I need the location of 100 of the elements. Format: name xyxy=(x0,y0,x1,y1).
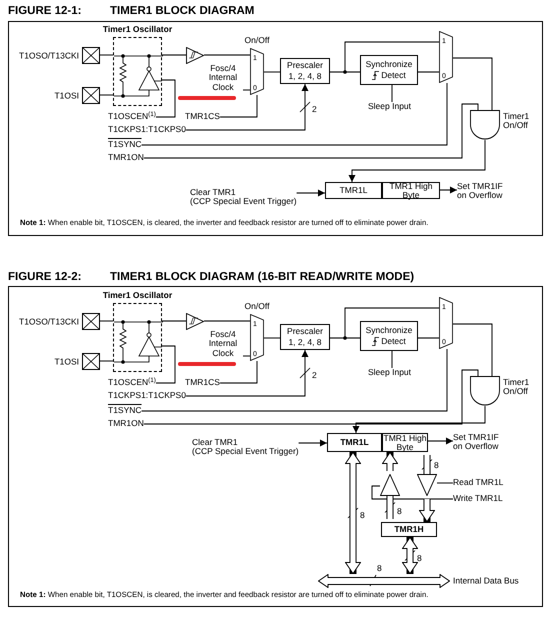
block-label: TMR1L xyxy=(340,438,369,447)
register-block xyxy=(280,324,330,350)
signal-label: T1OSO/T13CKI xyxy=(19,316,79,326)
edge-label: 8 xyxy=(416,554,423,562)
signal-label: TMR1CS xyxy=(185,378,220,388)
buffer-symbol xyxy=(417,474,437,496)
buffer-symbol xyxy=(380,474,400,496)
block-label: TMR1 High Byte xyxy=(388,182,434,200)
block-heading: Timer1 Oscillator xyxy=(102,23,172,36)
wire xyxy=(330,308,440,338)
register-block xyxy=(327,433,382,452)
wire xyxy=(141,82,448,146)
wire xyxy=(143,370,478,424)
signal-label: Internal Data Bus xyxy=(453,576,519,586)
signal-label: Clear TMR1 xyxy=(190,188,237,198)
edge-label: 2 xyxy=(311,370,318,379)
bus-arrow xyxy=(345,452,361,574)
signal-label: Read TMR1L xyxy=(453,478,504,488)
signal-label: Sleep Input xyxy=(368,102,412,112)
wire xyxy=(156,346,176,384)
synchronizer-block xyxy=(360,321,418,351)
signal-label: Clear TMR1 xyxy=(192,438,239,448)
wire xyxy=(452,58,492,110)
wire xyxy=(372,486,454,500)
register-block xyxy=(382,182,440,199)
signal-label: T1OSI xyxy=(54,356,79,366)
multiplexer xyxy=(439,297,453,349)
signal-label: Fosc/4 Internal Clock xyxy=(203,330,243,358)
signal-label: T1CKPS1:T1CKPS0 xyxy=(108,391,186,400)
block-label: Synchronize xyxy=(366,326,412,335)
arrow xyxy=(186,84,310,130)
arrow xyxy=(348,140,486,182)
block-label: Prescaler xyxy=(287,327,323,336)
arrow xyxy=(440,186,458,194)
synchronizer-block xyxy=(360,55,418,85)
arrow xyxy=(296,190,326,196)
bus-arrow xyxy=(402,537,418,574)
arrow xyxy=(428,438,454,444)
wire xyxy=(436,482,454,484)
wire xyxy=(156,80,176,118)
wire xyxy=(204,54,250,56)
wire xyxy=(143,104,478,158)
block-label: Prescaler xyxy=(287,61,323,70)
schmitt-buffer-symbol xyxy=(186,313,204,330)
arrow xyxy=(352,406,486,434)
bus-arrow xyxy=(419,499,435,522)
block-label: Synchronize xyxy=(366,60,412,69)
signal-label: TMR1CS xyxy=(185,112,220,122)
signal-label: On/Off xyxy=(244,36,270,45)
signal-label: Set TMR1IF on Overflow xyxy=(457,182,503,201)
block-label: TMR1 High Byte xyxy=(383,434,427,452)
signal-label: Fosc/4 Internal Clock xyxy=(203,64,243,92)
wire xyxy=(100,54,114,56)
block-label: Detect xyxy=(381,336,406,346)
block-label: Detect xyxy=(381,70,406,80)
wire xyxy=(162,54,186,56)
signal-label: (CCP Special Event Trigger) xyxy=(192,447,299,457)
edge-label: 2 xyxy=(311,104,318,113)
multiplexer xyxy=(439,31,453,83)
signal-label: T1OSCEN$^{(1)}$ xyxy=(108,112,156,122)
edge-label: 8 xyxy=(396,507,403,516)
signal-label: TMR1ON xyxy=(108,153,144,162)
schmitt-buffer-symbol xyxy=(186,47,204,64)
bus-arrow xyxy=(382,452,398,471)
block-label: TMR1L xyxy=(340,186,368,195)
figure-title: TIMER1 BLOCK DIAGRAM xyxy=(110,5,254,19)
signal-label: Timer1 On/Off xyxy=(503,378,530,397)
signal-label: T1OSO/T13CKI xyxy=(19,50,79,60)
register-block xyxy=(325,182,382,199)
signal-label: Set TMR1IF on Overflow xyxy=(453,433,499,452)
signal-label: T1SYNC xyxy=(108,140,142,150)
signal-label: (CCP Special Event Trigger) xyxy=(190,197,297,207)
edge-label: 8 xyxy=(359,511,366,520)
signal-label: T1OSCEN$^{(1)}$ xyxy=(108,378,156,388)
block-label: 1, 2, 4, 8 xyxy=(288,338,322,347)
wire xyxy=(220,94,258,118)
wire xyxy=(220,360,258,384)
signal-label: On/Off xyxy=(244,302,270,311)
wire xyxy=(204,320,250,322)
signal-label: TMR1ON xyxy=(108,419,144,428)
wire xyxy=(141,348,448,412)
block-heading: Timer1 Oscillator xyxy=(102,289,172,302)
signal-label: Write TMR1L xyxy=(453,494,503,504)
signal-label: T1CKPS1:T1CKPS0 xyxy=(108,125,186,134)
wire xyxy=(162,320,186,322)
bus-width-label: 8 xyxy=(377,564,382,573)
figure-title: TIMER1 BLOCK DIAGRAM (16-BIT READ/WRITE MODE) xyxy=(110,271,414,285)
edge-label: 8 xyxy=(433,461,440,470)
figure-title: FIGURE 12-2: xyxy=(8,271,82,285)
signal-label: Timer1 On/Off xyxy=(503,112,530,131)
block-label: 1, 2, 4, 8 xyxy=(288,72,322,81)
wire xyxy=(330,42,440,72)
block-label: TMR1H xyxy=(394,525,424,534)
register-block xyxy=(280,58,330,84)
wire xyxy=(100,94,114,96)
arrow xyxy=(186,350,310,396)
arrow xyxy=(298,440,328,446)
wire xyxy=(452,324,492,376)
signal-label: Sleep Input xyxy=(368,368,412,378)
signal-label: T1OSI xyxy=(54,90,79,100)
